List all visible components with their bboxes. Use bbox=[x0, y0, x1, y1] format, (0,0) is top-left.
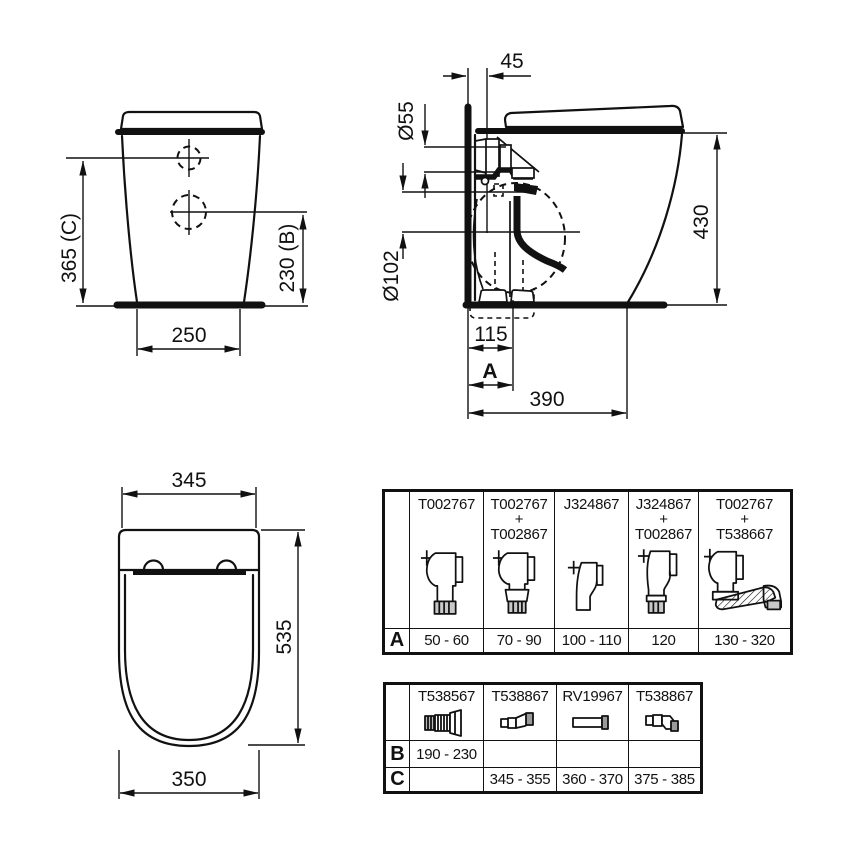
table-a-option-4: J324867 + T002867 bbox=[628, 490, 699, 629]
offset-connector-icon bbox=[556, 544, 628, 624]
table-a-value-1: 50 - 60 bbox=[409, 628, 484, 654]
dim-outlet-height: 230 (B) bbox=[276, 224, 299, 293]
table-bc-option-3: RV19967 bbox=[556, 683, 629, 741]
dim-inlet-diameter: Ø55 bbox=[395, 101, 418, 141]
table-a-option-2: T002767 + T002867 bbox=[483, 490, 555, 629]
part-code: T002767 + T002867 bbox=[490, 496, 548, 543]
part-code: T002767 + T538667 bbox=[715, 496, 774, 543]
90-elbow-icon bbox=[411, 544, 483, 624]
table-b-value-1: 190 - 230 bbox=[409, 740, 484, 768]
table-a-option-3: J324867 bbox=[554, 490, 629, 629]
dim-base-width: 250 bbox=[171, 324, 206, 347]
table-a-option-1: T002767 bbox=[409, 490, 484, 629]
flexible-coupling-icon bbox=[411, 708, 483, 738]
front-view-drawing: 365 (C) 230 (B) 250 bbox=[58, 110, 308, 356]
table-b-value-2 bbox=[483, 740, 557, 768]
side-lid bbox=[503, 104, 685, 129]
table-bc-row-b-label: B bbox=[384, 740, 410, 768]
part-code: T002767 bbox=[417, 496, 476, 513]
side-view-drawing: 45 430 bbox=[380, 50, 727, 419]
90-elbow-with-adapter-icon bbox=[485, 544, 554, 624]
part-code: T538567 bbox=[417, 688, 476, 705]
hinge-left bbox=[142, 559, 165, 572]
dim-outlet-distance: 115 bbox=[474, 323, 507, 346]
part-code: J324867 bbox=[563, 496, 620, 513]
table-a-value-5: 130 - 320 bbox=[698, 628, 792, 654]
step-connector-icon bbox=[485, 708, 556, 736]
table-c-value-1 bbox=[409, 767, 484, 793]
part-code: T538867 bbox=[635, 688, 694, 705]
table-bc-corner-cell bbox=[384, 683, 410, 741]
table-a-value-2: 70 - 90 bbox=[483, 628, 555, 654]
elbow-with-flexible-hose-icon bbox=[700, 544, 791, 624]
bowl-profile bbox=[626, 132, 684, 304]
table-a-value-4: 120 bbox=[628, 628, 699, 654]
dim-wall-offset: 45 bbox=[500, 50, 523, 73]
table-a-option-5: T002767 + T538667 bbox=[698, 490, 792, 629]
table-a-corner-cell bbox=[383, 490, 410, 629]
step-connector-icon bbox=[630, 708, 701, 736]
dim-a-variable: A bbox=[482, 360, 497, 383]
table-b-value-4 bbox=[628, 740, 702, 768]
table-bc-option-2: T538867 bbox=[483, 683, 557, 741]
trapway-dashed-outline bbox=[466, 182, 566, 294]
connection-table-a: T002767 T002767 + T002867 bbox=[382, 489, 793, 655]
front-lid bbox=[119, 110, 264, 131]
table-bc-option-4: T538867 bbox=[628, 683, 702, 741]
plan-outline bbox=[117, 528, 261, 748]
part-code: RV19967 bbox=[562, 688, 623, 705]
plan-view-drawing: 345 535 350 bbox=[117, 469, 305, 799]
dim-plan-depth: 535 bbox=[273, 619, 296, 654]
table-bc-option-1: T538567 bbox=[409, 683, 484, 741]
table-c-value-2: 345 - 355 bbox=[483, 767, 557, 793]
table-a-row-label: A bbox=[383, 628, 410, 654]
hinge-right bbox=[215, 559, 238, 572]
dim-total-height: 365 (C) bbox=[58, 213, 81, 283]
part-code: T538867 bbox=[491, 688, 549, 705]
dim-seat-width: 345 bbox=[171, 469, 206, 492]
dim-outlet-diameter: Ø102 bbox=[380, 250, 403, 301]
dim-height: 430 bbox=[690, 204, 713, 239]
table-c-value-4: 375 - 385 bbox=[628, 767, 702, 793]
dim-depth: 390 bbox=[529, 388, 564, 411]
table-c-value-3: 360 - 370 bbox=[556, 767, 629, 793]
connection-table-bc: T538567 T538867 bbox=[383, 682, 703, 794]
part-code: J324867 + T002867 bbox=[634, 496, 693, 543]
offset-connector-with-adapter-icon bbox=[630, 544, 698, 624]
table-bc-row-c-label: C bbox=[384, 767, 410, 793]
table-b-value-3 bbox=[556, 740, 629, 768]
straight-pipe-icon bbox=[558, 708, 628, 736]
table-a-value-3: 100 - 110 bbox=[554, 628, 629, 654]
dim-bowl-width: 350 bbox=[171, 768, 206, 791]
